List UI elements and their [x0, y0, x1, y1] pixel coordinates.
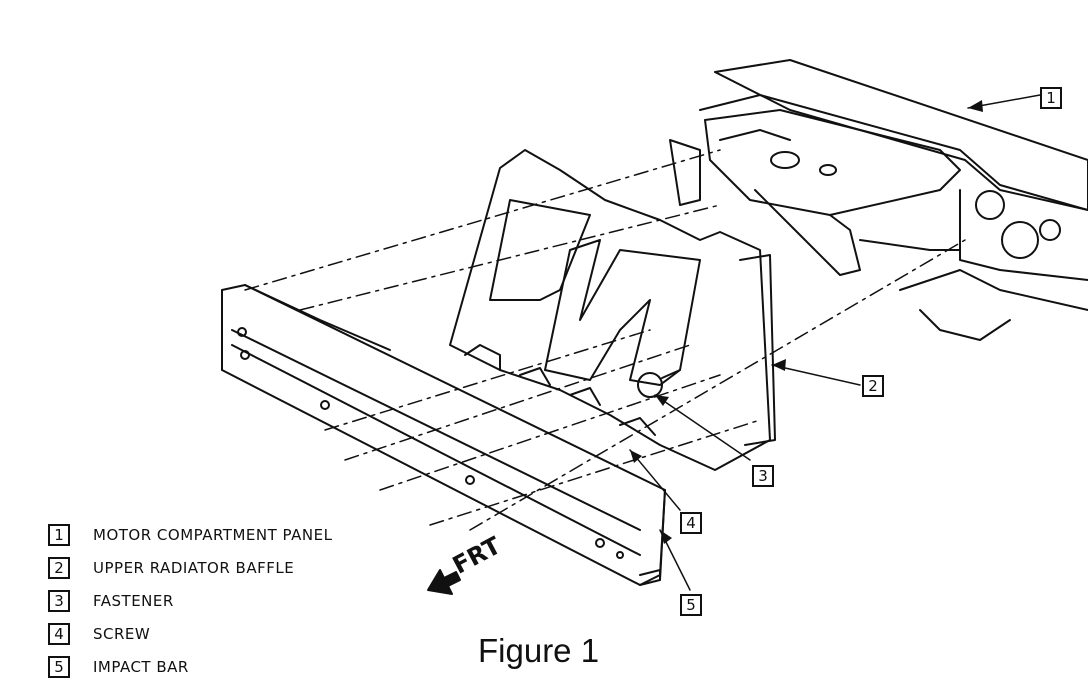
legend-item: 1 MOTOR COMPARTMENT PANEL: [48, 521, 332, 549]
callout-5: 5: [680, 594, 702, 616]
legend-number: 4: [48, 623, 70, 645]
legend-number: 2: [48, 557, 70, 579]
legend-item: 2 UPPER RADIATOR BAFFLE: [48, 554, 294, 582]
callout-1: 1: [1040, 87, 1062, 109]
alignment-lines: [244, 149, 966, 531]
callout-4: 4: [680, 512, 702, 534]
callout-2: 2: [862, 375, 884, 397]
legend-label: SCREW: [93, 625, 151, 643]
legend-number: 1: [48, 524, 70, 546]
callout-3: 3: [752, 465, 774, 487]
legend-item: 4 SCREW: [48, 620, 150, 648]
legend-number: 3: [48, 590, 70, 612]
legend-item: 5 IMPACT BAR: [48, 653, 189, 681]
motor-compartment-panel-drawing: [669, 59, 1088, 341]
impact-bar-drawing: [221, 284, 666, 586]
legend-label: UPPER RADIATOR BAFFLE: [93, 559, 295, 577]
legend-label: IMPACT BAR: [93, 658, 189, 676]
legend-label: FASTENER: [93, 592, 174, 610]
legend-label: MOTOR COMPARTMENT PANEL: [93, 526, 333, 544]
leader-arrowheads: [630, 100, 983, 544]
legend-number: 5: [48, 656, 70, 678]
upper-radiator-baffle-drawing: [449, 149, 776, 471]
legend-item: 3 FASTENER: [48, 587, 174, 615]
front-direction-arrow-icon: [427, 569, 461, 595]
figure-caption: Figure 1: [478, 632, 600, 669]
